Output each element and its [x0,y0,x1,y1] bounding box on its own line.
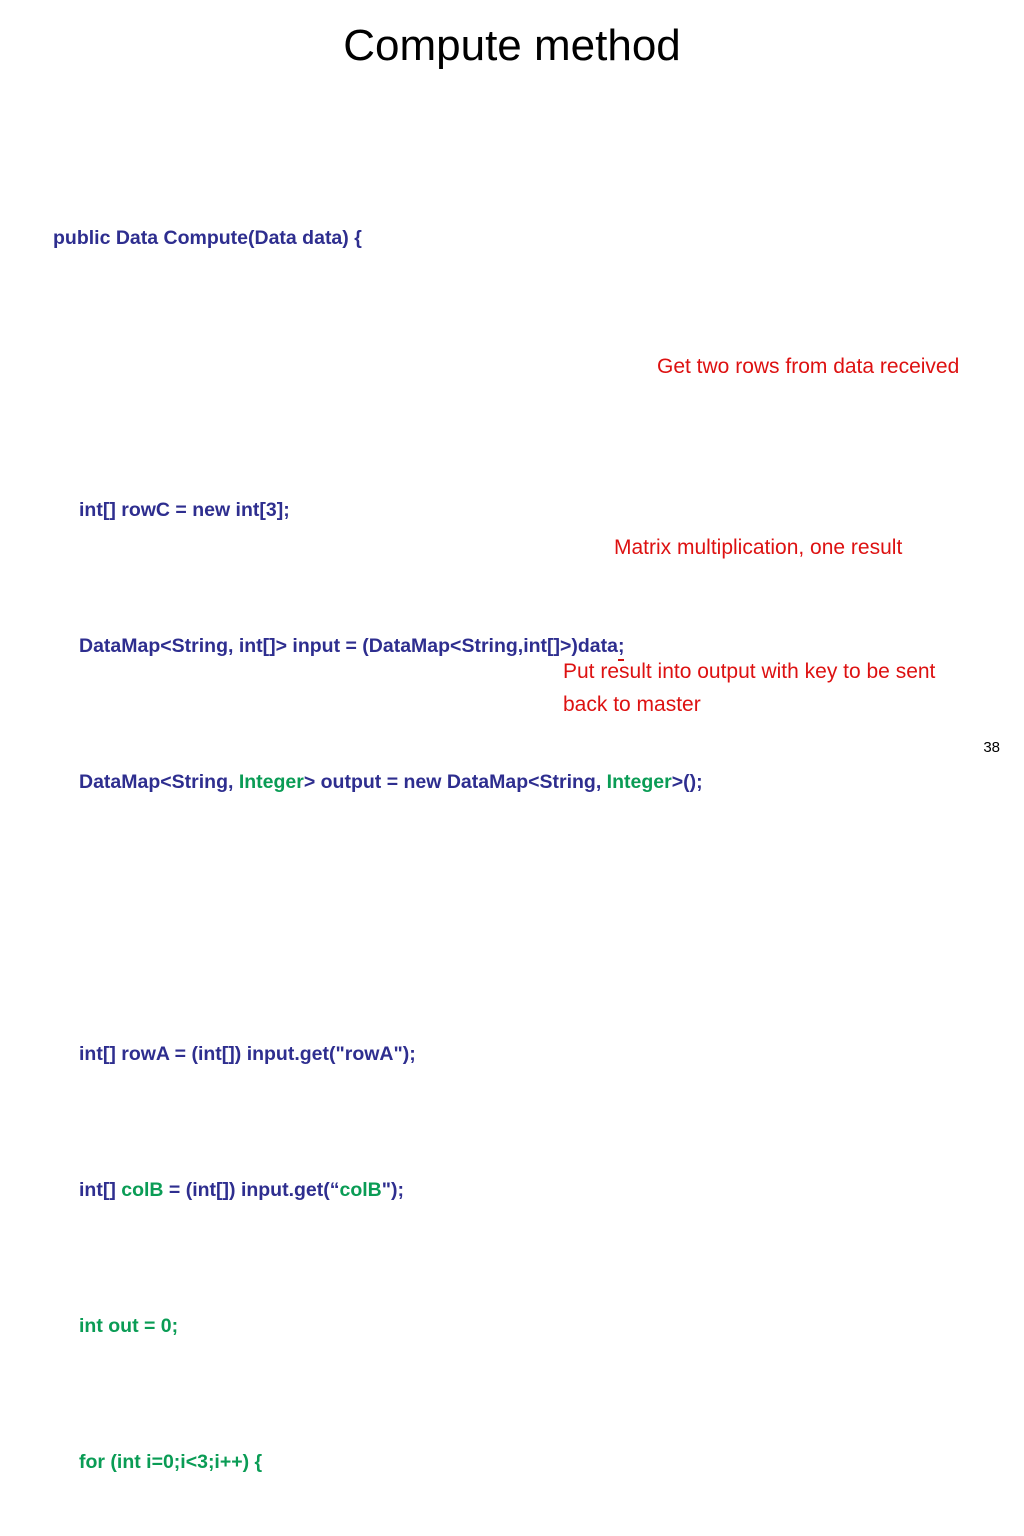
code-token-out-init: int out = 0; [79,1315,179,1337]
code-token-signature: public Data Compute(Data data) { [53,227,362,249]
code-token-output-3: >(); [671,771,703,793]
code-listing: public Data Compute(Data data) { int[] r… [53,119,703,1536]
code-line-blank-1 [53,357,653,391]
annotation-put-result: Put result into output with key to be se… [563,660,936,716]
page-title: Compute method [343,21,681,70]
code-token-output-1: DataMap<String, [79,771,239,793]
code-token-colB-3: "); [381,1179,404,1201]
code-line-output-decl: DataMap<String, Integer> output = new Da… [53,765,703,799]
code-token-colB-key: colB [339,1179,382,1201]
code-line-for-loop: for (int i=0;i<3;i++) { [53,1445,653,1479]
code-token-colB-var: colB [121,1179,164,1201]
code-token-for-loop: for (int i=0;i<3;i++) { [79,1451,263,1473]
code-token-input-cast: DataMap<String, int[]> input = (DataMap<… [79,635,618,657]
code-token-integer-2: Integer [606,771,672,793]
annotation-matrix-multiplication: Matrix multiplication, one result [614,536,903,559]
code-line-rowA: int[] rowA = (int[]) input.get("rowA"); [53,1037,653,1071]
code-line-method-signature: public Data Compute(Data data) { [53,221,653,255]
annotation-get-rows: Get two rows from data received [657,355,960,378]
code-token-input-semicolon-error: ; [617,629,624,663]
code-token-colB-2: = (int[]) input.get(“ [163,1179,340,1201]
code-line-out-init: int out = 0; [53,1309,653,1343]
code-token-rowC: int[] rowC = new int[3]; [79,499,290,521]
code-line-rowC: int[] rowC = new int[3]; [53,493,653,527]
code-line-input-cast: DataMap<String, int[]> input = (DataMap<… [53,629,653,663]
code-token-rowA: int[] rowA = (int[]) input.get("rowA"); [79,1043,416,1065]
code-line-blank-2 [53,901,653,935]
code-token-output-2: > output = new DataMap<String, [303,771,607,793]
code-token-integer-1: Integer [238,771,304,793]
code-token-colB-1: int[] [79,1179,122,1201]
slide-canvas: Compute method public Data Compute(Data … [53,21,1000,1473]
code-line-colB: int[] colB = (int[]) input.get(“colB"); [53,1173,653,1207]
page-number: 38 [983,739,1000,756]
